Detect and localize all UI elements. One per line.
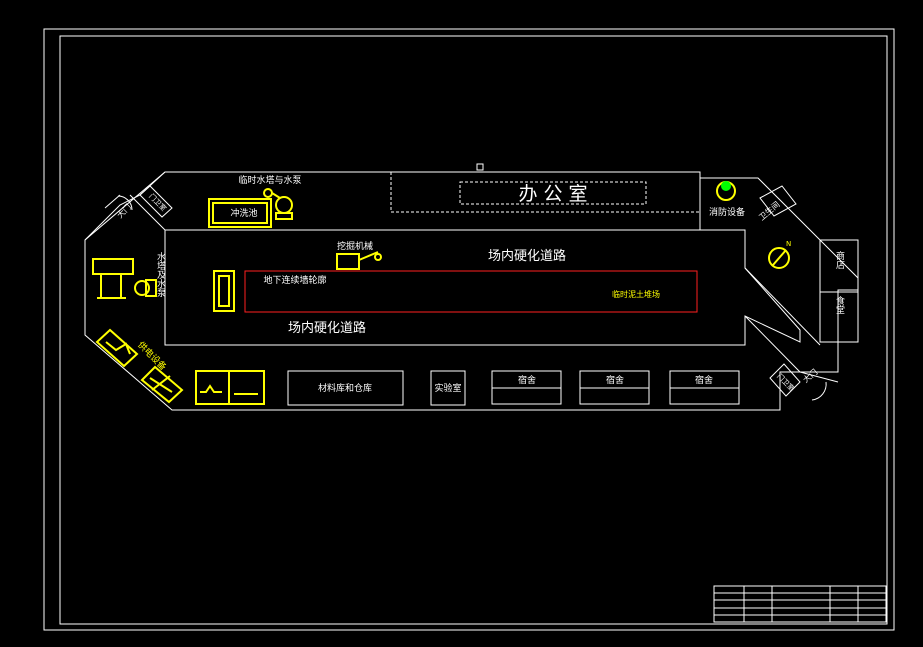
sedimentation-tank (195, 370, 265, 405)
guard-room-right: 门卫室 (769, 363, 801, 397)
wash-pool: 冲洗池 (208, 198, 272, 228)
underground-wall-label: 地下连续墙轮廓 (263, 274, 326, 286)
shop-label: 商店 (834, 250, 845, 270)
dorm-1: 宿舍 (491, 370, 562, 405)
excavator-label: 挖掘机械 (337, 240, 373, 252)
excavator-icon (336, 251, 382, 270)
power-equipment-icons (95, 328, 184, 404)
road-island (164, 229, 801, 346)
fire-equipment-label: 消防设备 (709, 206, 745, 218)
site-boundary (84, 171, 859, 411)
office-label: 办 公 室 (518, 183, 587, 205)
office-outer (390, 171, 701, 213)
soil-yard-label: 临时泥土堆场 (612, 289, 660, 299)
water-tower-side-label: 水塔及水泵 (155, 251, 166, 297)
wash-pool-label: 冲洗池 (230, 207, 257, 219)
dorm-1-label: 宿舍 (518, 374, 536, 386)
road-label-bottom: 场内硬化道路 (288, 320, 366, 336)
water-tower-label-top: 临时水塔与水泵 (238, 174, 301, 186)
road-label-top: 场内硬化道路 (488, 248, 566, 264)
lab-label: 实验室 (434, 382, 461, 394)
left-lane-diagonal (129, 194, 166, 231)
materials-warehouse-label: 材料库和仓库 (318, 382, 372, 394)
fire-equipment-icon (716, 181, 736, 201)
dorm-3: 宿舍 (669, 370, 740, 405)
materials-warehouse (287, 370, 404, 406)
lab (430, 370, 466, 406)
pit-equipment (213, 270, 235, 312)
outer-frame (43, 28, 895, 631)
guard-left-label: 门卫室 (147, 192, 168, 213)
gate-right-label: 大门 (801, 367, 820, 385)
dorm-3-label: 宿舍 (695, 374, 713, 386)
toilet-label: 卫生间 (757, 199, 782, 222)
dorm-2-label: 宿舍 (606, 374, 624, 386)
underground-wall-outline (244, 270, 698, 313)
water-tower-left-icon (92, 258, 157, 299)
office-inner (459, 181, 647, 205)
right-lane-diagonal (744, 267, 821, 346)
right-lane-diagonal-2 (744, 315, 801, 373)
toilet: 卫生间 (757, 185, 797, 222)
left-boundary-edge (84, 171, 166, 241)
power-equipment-label: 供电设备 (135, 339, 169, 373)
canteen-label: 食堂 (834, 295, 845, 314)
inner-frame (59, 35, 888, 625)
gate-left-label: 大门 (115, 202, 133, 220)
north-arrow-icon: N (768, 240, 791, 269)
title-block (713, 585, 887, 623)
survey-point (476, 163, 484, 171)
water-pump-icon (263, 188, 293, 220)
shop-canteen-building: 商店 食堂 (819, 239, 859, 343)
dorm-2: 宿舍 (579, 370, 650, 405)
north-label: N (786, 240, 791, 248)
guard-room-left: 门卫室 (139, 185, 173, 218)
